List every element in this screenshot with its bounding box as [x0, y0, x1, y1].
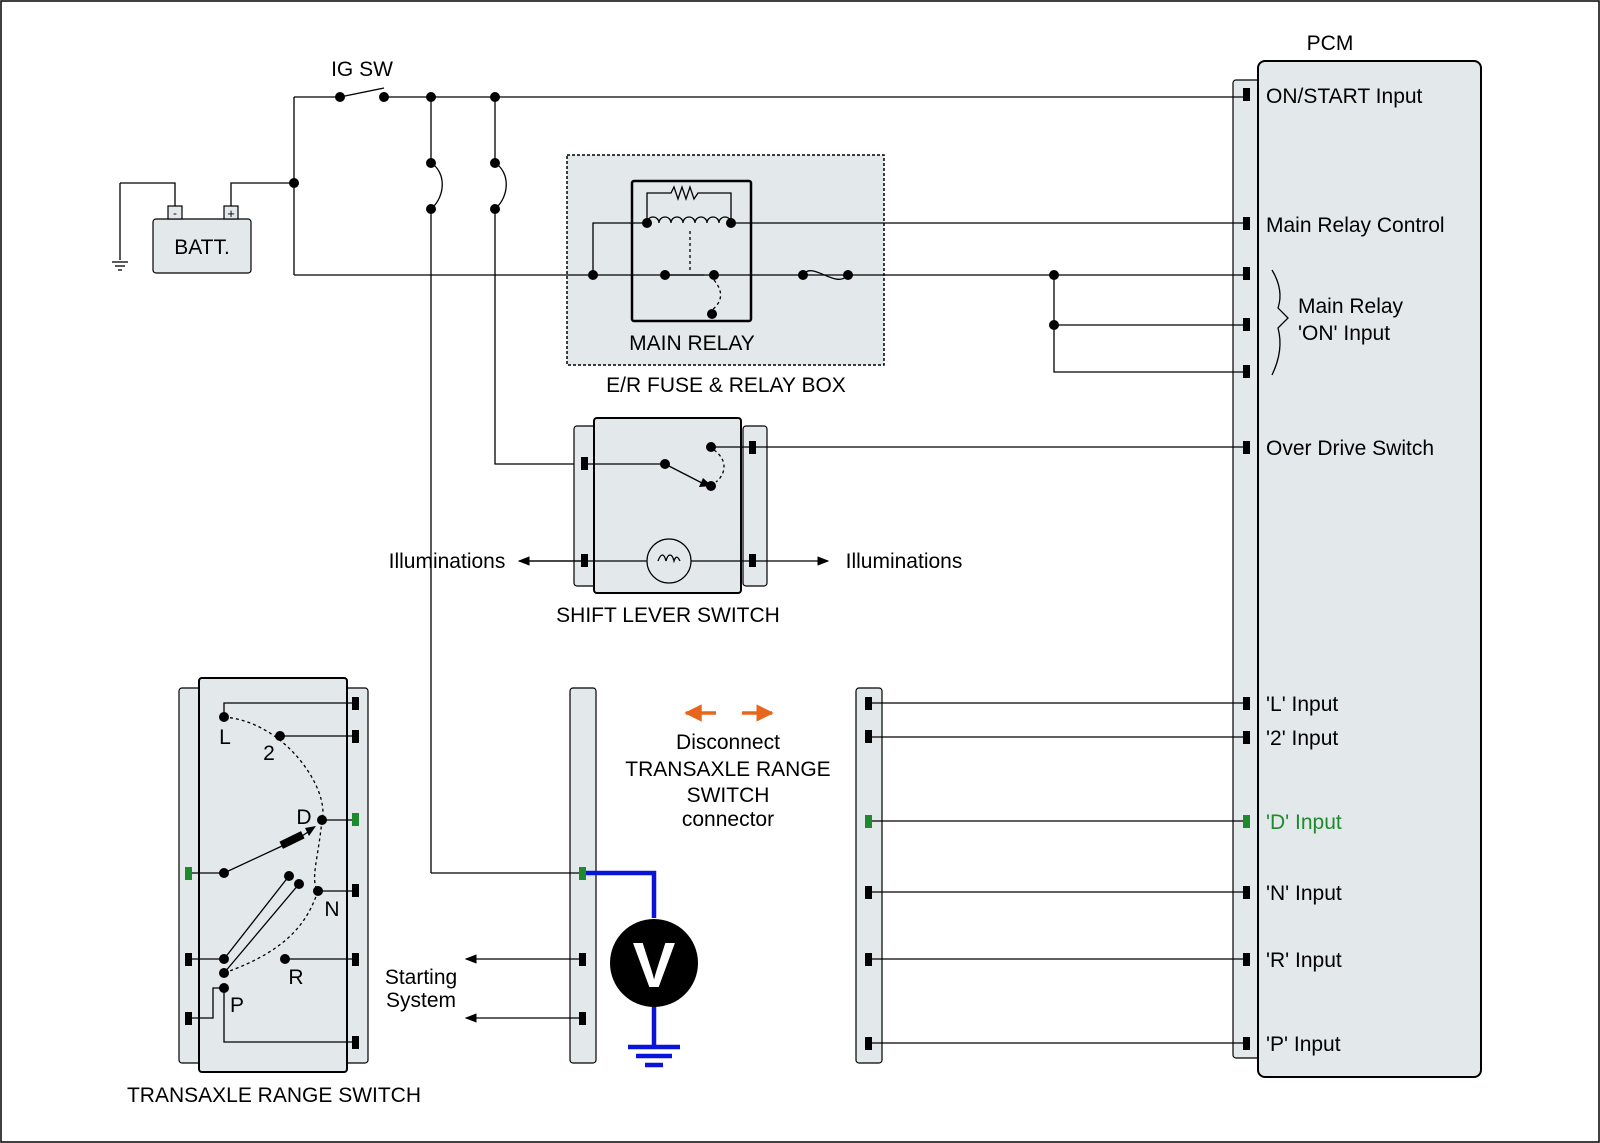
ig-switch: IG SW: [294, 58, 393, 102]
range-pos-d: D: [296, 806, 311, 829]
range-pos-n: N: [324, 898, 339, 921]
batt-minus: -: [173, 206, 177, 220]
batt-label: BATT.: [174, 236, 230, 259]
pcm-pin-main-relay-on-1: Main Relay: [1298, 295, 1404, 318]
pcm-pin-d-input: 'D' Input: [1266, 811, 1342, 834]
voltmeter: V: [586, 870, 698, 1068]
connector-pcm-side: [855, 687, 883, 1064]
pcm-title: PCM: [1307, 32, 1354, 55]
starting-system-1: Starting: [385, 966, 457, 989]
pcm-pin-r-input: 'R' Input: [1266, 949, 1342, 972]
main-relay-label: MAIN RELAY: [629, 332, 755, 355]
disconnect-line-3: SWITCH: [687, 784, 770, 807]
fuse-1: [426, 97, 443, 873]
shift-lever-label: SHIFT LEVER SWITCH: [556, 604, 780, 627]
pcm-pin-over-drive: Over Drive Switch: [1266, 437, 1434, 460]
fuse-relay-box: MAIN RELAY E/R FUSE & RELAY BOX: [566, 154, 885, 397]
range-pos-l: L: [219, 726, 231, 749]
pcm-pin-2-input: '2' Input: [1266, 727, 1338, 750]
main-relay-on-brace: [1271, 269, 1289, 376]
disconnect-note: Disconnect TRANSAXLE RANGE SWITCH connec…: [625, 704, 831, 831]
illuminations-right: Illuminations: [846, 550, 963, 573]
pcm-module: PCM ON/START Input Main Relay Control Ma…: [1232, 32, 1482, 1078]
range-pos-p: P: [230, 994, 244, 1017]
ground-battery: [112, 183, 128, 271]
pcm-pin-main-relay-on-2: 'ON' Input: [1298, 322, 1390, 345]
disconnect-line-2: TRANSAXLE RANGE: [625, 758, 830, 781]
transaxle-switch-label: TRANSAXLE RANGE SWITCH: [127, 1084, 421, 1107]
pcm-pin-main-relay-control: Main Relay Control: [1266, 214, 1445, 237]
pcm-pin-l-input: 'L' Input: [1266, 693, 1338, 716]
pcm-pin-on-start: ON/START Input: [1266, 85, 1423, 108]
starting-system-2: System: [386, 989, 456, 1012]
pcm-pin-p-input: 'P' Input: [1266, 1033, 1341, 1056]
ig-sw-label: IG SW: [331, 58, 393, 81]
batt-plus: +: [227, 206, 235, 221]
pcm-pin-n-input: 'N' Input: [1266, 882, 1342, 905]
range-pos-r: R: [288, 966, 303, 989]
fuse-2: [490, 97, 583, 465]
range-pos-2: 2: [263, 742, 275, 765]
transaxle-range-switch: L 2 D N R P TRANSAXLE RANGE SWITCH: [127, 677, 421, 1107]
illuminations-left: Illuminations: [389, 550, 506, 573]
disconnect-line-4: connector: [682, 808, 774, 831]
voltmeter-symbol: V: [633, 929, 676, 1001]
disconnect-line-1: Disconnect: [676, 731, 780, 754]
connector-harness-side: [569, 687, 597, 1064]
shift-lever-switch: SHIFT LEVER SWITCH: [524, 417, 780, 627]
fuse-box-label: E/R FUSE & RELAY BOX: [606, 374, 846, 397]
battery: - + BATT.: [152, 205, 252, 274]
